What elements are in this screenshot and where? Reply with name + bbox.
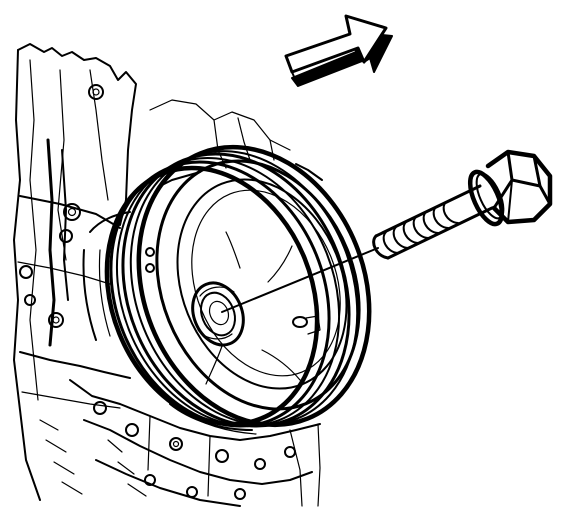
installation-direction-arrow — [284, 14, 393, 87]
crankshaft-balancer-pulley — [104, 144, 372, 435]
balancer-bolt — [372, 149, 553, 260]
engine-block — [13, 43, 321, 507]
alignment-leader-line — [221, 247, 379, 313]
